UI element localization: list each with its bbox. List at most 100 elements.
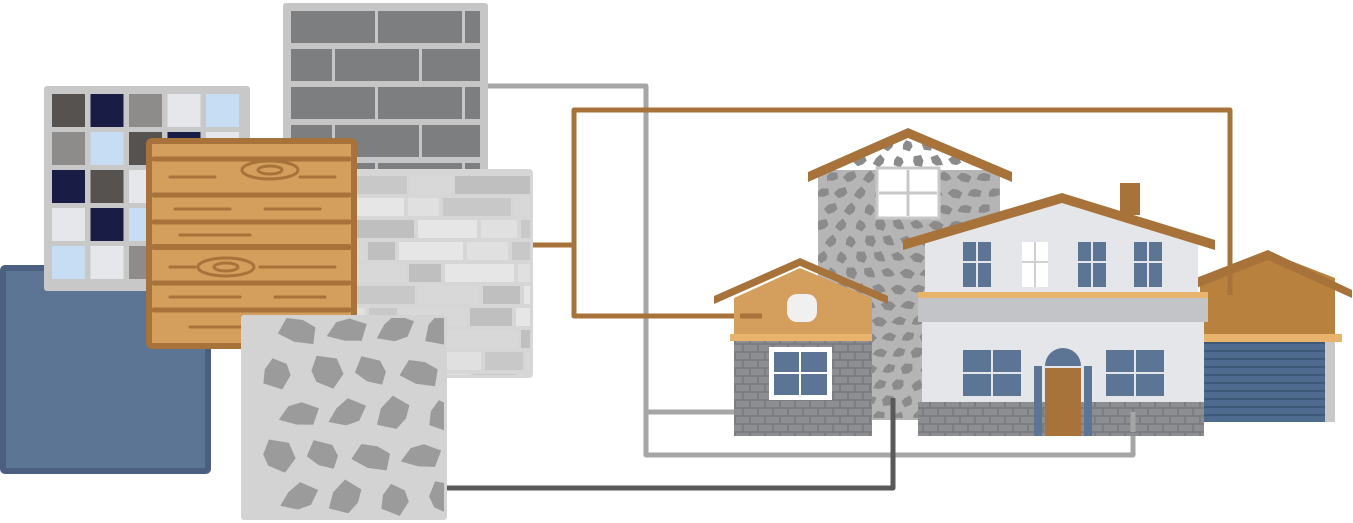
- tower-stone: [937, 204, 953, 215]
- stone-block: [515, 198, 530, 216]
- tower-stone: [901, 331, 915, 341]
- tower-stone: [913, 155, 924, 167]
- tower-stone: [873, 251, 886, 262]
- brick: [291, 87, 375, 119]
- mosaic-tile: [90, 132, 124, 165]
- stone-block: [443, 198, 511, 216]
- brick: [422, 49, 480, 81]
- tower-stone: [833, 187, 848, 199]
- stone-block: [516, 308, 530, 326]
- stone-block: [473, 374, 516, 375]
- brick: [335, 49, 419, 81]
- tower-stone: [890, 284, 906, 295]
- flagstone: [354, 356, 386, 385]
- stone-block: [467, 242, 508, 260]
- tower-stone: [818, 250, 828, 264]
- mosaic-tile: [52, 132, 85, 165]
- tower-stone: [957, 204, 972, 213]
- stone-block: [348, 220, 414, 238]
- stone-block: [521, 220, 530, 238]
- connector-gray-brick: [488, 83, 757, 415]
- tower-stone: [855, 219, 866, 232]
- flagstone: [278, 402, 319, 425]
- tower-stone: [976, 172, 991, 181]
- flagstone: [306, 440, 338, 469]
- tower-stone: [834, 218, 847, 232]
- tower-stone: [928, 220, 944, 231]
- tower-stone: [891, 316, 907, 325]
- lower-window-left: [963, 350, 1021, 396]
- flagstone: [280, 482, 319, 510]
- stone-block: [455, 176, 530, 194]
- tower-stone: [901, 395, 913, 408]
- tower-stone: [882, 363, 896, 373]
- flagstone: [429, 481, 444, 512]
- tower-stone: [818, 188, 829, 197]
- tower-stone: [845, 267, 858, 279]
- tower-stone: [938, 171, 952, 181]
- mosaic-tile: [90, 208, 124, 241]
- flagstone: [311, 355, 344, 389]
- stone-block: [419, 286, 479, 304]
- tower-stone: [872, 283, 886, 293]
- flagstone: [277, 318, 316, 345]
- tower-stone: [853, 186, 866, 200]
- flagstone: [376, 318, 414, 342]
- tower-stone: [947, 188, 963, 199]
- tower-stone: [875, 219, 886, 231]
- tower-stone: [902, 140, 913, 152]
- mosaic-tile: [52, 208, 85, 241]
- tower-stone: [855, 251, 867, 263]
- tower-stone: [881, 332, 897, 342]
- flagstone: [328, 398, 367, 426]
- main-house: [903, 183, 1215, 436]
- flagstone: [425, 318, 444, 345]
- stone-block: [409, 264, 441, 282]
- stone-block: [470, 308, 512, 326]
- tower-stone: [864, 203, 875, 216]
- mosaic-tile: [206, 94, 239, 127]
- stone-block: [350, 264, 405, 282]
- mosaic-tile: [129, 94, 162, 127]
- stone-block: [411, 176, 451, 194]
- stone-block: [445, 264, 514, 282]
- tower-stone: [988, 188, 1000, 197]
- stone-block: [518, 264, 530, 282]
- brick: [291, 11, 375, 43]
- tower-stone: [957, 139, 971, 150]
- lower-window-right: [1106, 350, 1164, 396]
- tower-stone: [845, 140, 858, 149]
- tower-stone: [843, 202, 856, 216]
- stone-block: [348, 286, 415, 304]
- tower-stone: [948, 155, 962, 166]
- tower-stone: [836, 251, 847, 264]
- tower-stone: [826, 172, 838, 181]
- mosaic-tile: [52, 246, 85, 279]
- brick: [378, 87, 462, 119]
- tower-stone: [873, 411, 885, 418]
- mosaic-tile: [90, 170, 124, 203]
- connector-flagstone: [444, 398, 896, 491]
- tower-stone: [892, 411, 904, 418]
- mosaic-tile: [167, 94, 201, 127]
- garage-door: [1204, 345, 1323, 422]
- mosaic-tile: [52, 94, 85, 127]
- tower-stone: [863, 267, 876, 278]
- tower-stone: [873, 379, 887, 389]
- brick: [465, 87, 480, 119]
- flagstone: [381, 483, 409, 516]
- tower-stone: [824, 141, 839, 150]
- tower-stone: [864, 235, 876, 247]
- tower-stone: [824, 234, 837, 248]
- tower-stone: [872, 154, 885, 168]
- tower-stone: [967, 188, 982, 197]
- tower-stone: [900, 363, 913, 375]
- tower-stone: [892, 219, 905, 230]
- tower-stone: [862, 170, 875, 184]
- flagstone: [351, 444, 390, 471]
- flagstone: [399, 360, 438, 387]
- garage: [1196, 250, 1352, 422]
- tower-stone: [975, 140, 991, 151]
- tower-stone: [899, 268, 915, 279]
- tower-stone: [956, 172, 972, 183]
